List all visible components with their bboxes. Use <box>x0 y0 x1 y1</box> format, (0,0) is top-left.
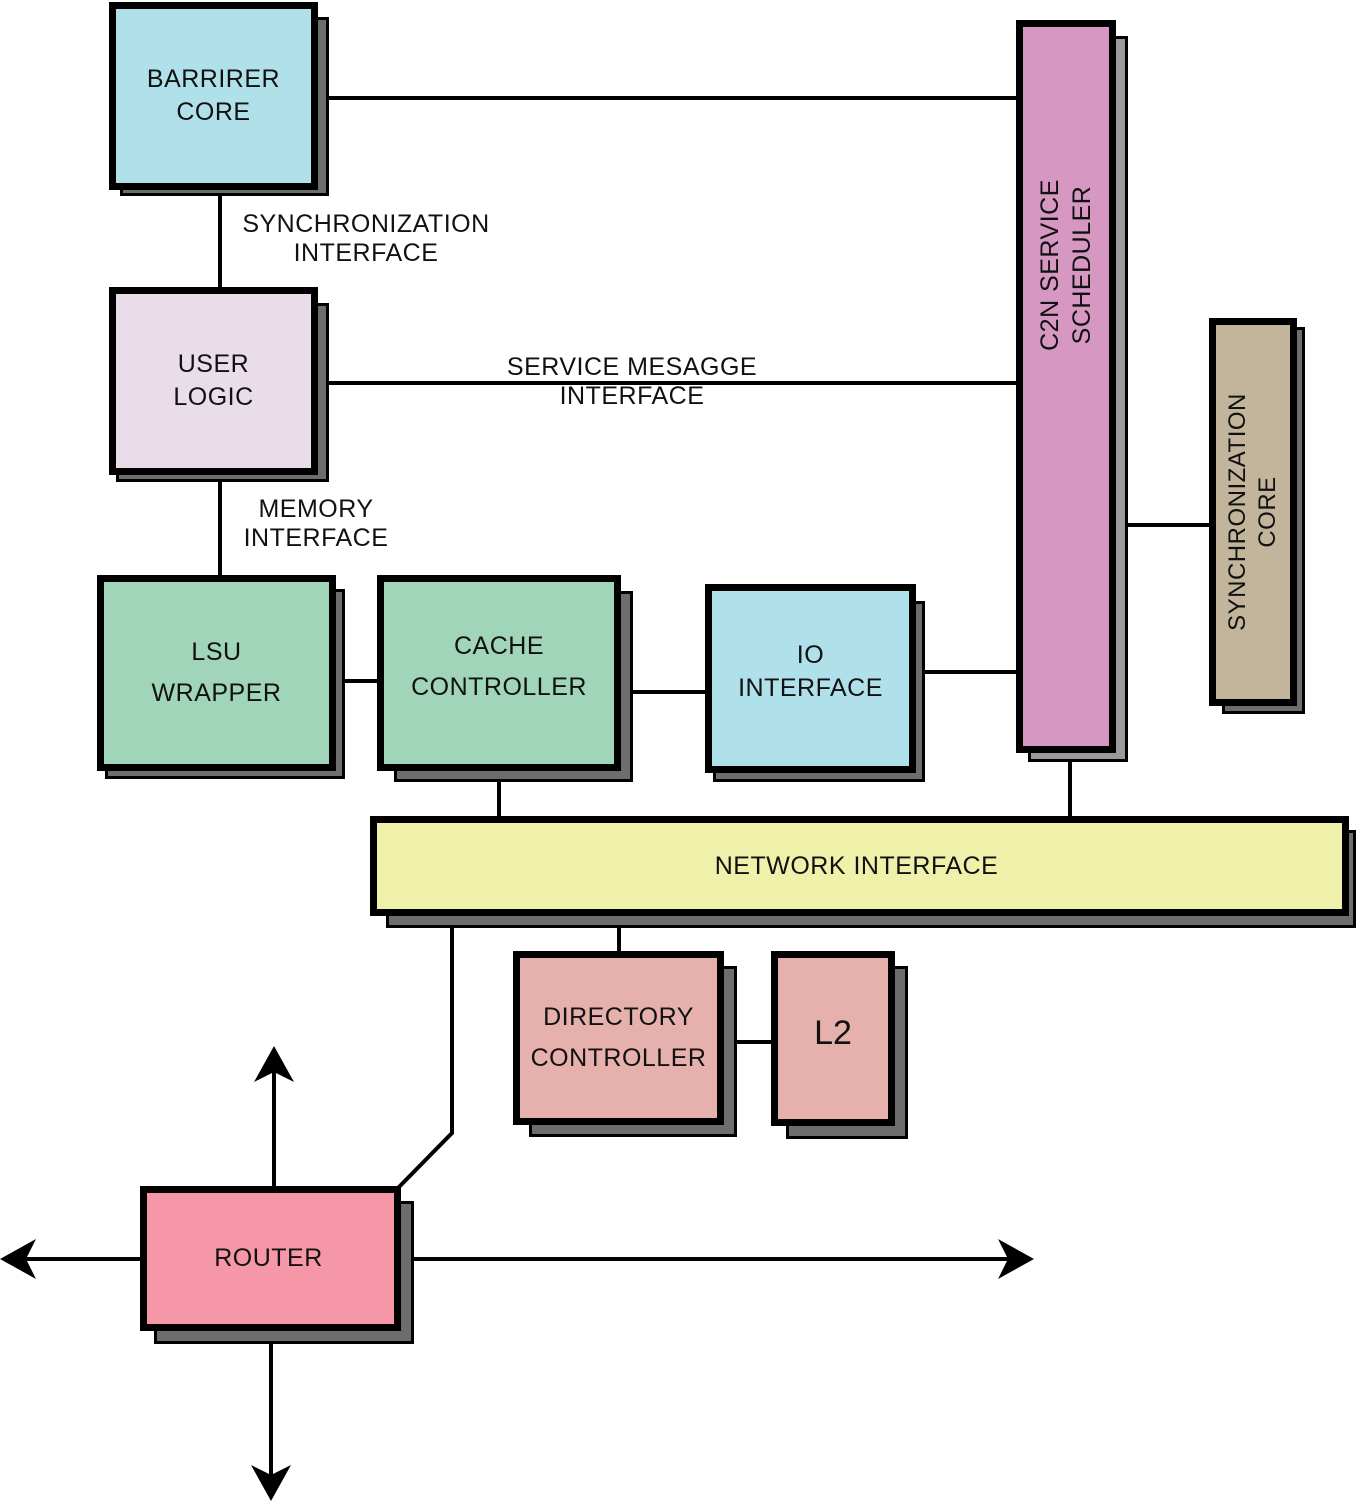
cache-controller-block[interactable]: CACHE CONTROLLER <box>377 575 621 771</box>
user-logic-block[interactable]: USER LOGIC <box>109 287 318 475</box>
lsu-wrapper-block[interactable]: LSU WRAPPER <box>97 575 336 771</box>
barrier-core-block[interactable]: BARRIRER CORE <box>109 2 318 190</box>
memory-interface-label: MEMORY INTERFACE <box>243 495 389 552</box>
arrow-down-icon <box>251 1465 291 1501</box>
c2n-scheduler-block[interactable]: C2N SERVICE SCHEDULER <box>1016 20 1116 753</box>
l2-label: L2 <box>814 1014 852 1052</box>
l2-block[interactable]: L2 <box>771 951 895 1126</box>
c2n-scheduler-label: C2N SERVICE SCHEDULER <box>1036 178 1097 351</box>
user-logic-label: USER LOGIC <box>173 350 254 411</box>
io-interface-label: IO INTERFACE <box>738 640 883 702</box>
arrow-left-icon <box>0 1239 36 1279</box>
network-interface-block[interactable]: NETWORK INTERFACE <box>370 816 1349 916</box>
io-interface-block[interactable]: IO INTERFACE <box>705 584 916 773</box>
barrier-core-label: BARRIRER CORE <box>146 65 281 126</box>
directory-controller-label: DIRECTORY CONTROLLER <box>530 1003 707 1072</box>
router-label: ROUTER <box>214 1244 323 1272</box>
directory-controller-block[interactable]: DIRECTORY CONTROLLER <box>513 951 724 1125</box>
lsu-wrapper-label: LSU WRAPPER <box>151 638 282 707</box>
synchronization-core-block[interactable]: SYNCHRONIZATION CORE <box>1209 318 1297 706</box>
synchronization-interface-label: SYNCHRONIZATION INTERFACE <box>242 210 490 267</box>
arrow-right-icon <box>998 1239 1034 1279</box>
link-network-router <box>396 914 454 1190</box>
arrow-up-icon <box>254 1046 294 1082</box>
cache-controller-label: CACHE CONTROLLER <box>411 632 587 701</box>
network-interface-label: NETWORK INTERFACE <box>714 851 999 880</box>
service-message-interface-label: SERVICE MESAGGE INTERFACE <box>506 353 758 410</box>
synchronization-core-label: SYNCHRONIZATION CORE <box>1224 393 1282 631</box>
router-block[interactable]: ROUTER <box>140 1186 401 1331</box>
